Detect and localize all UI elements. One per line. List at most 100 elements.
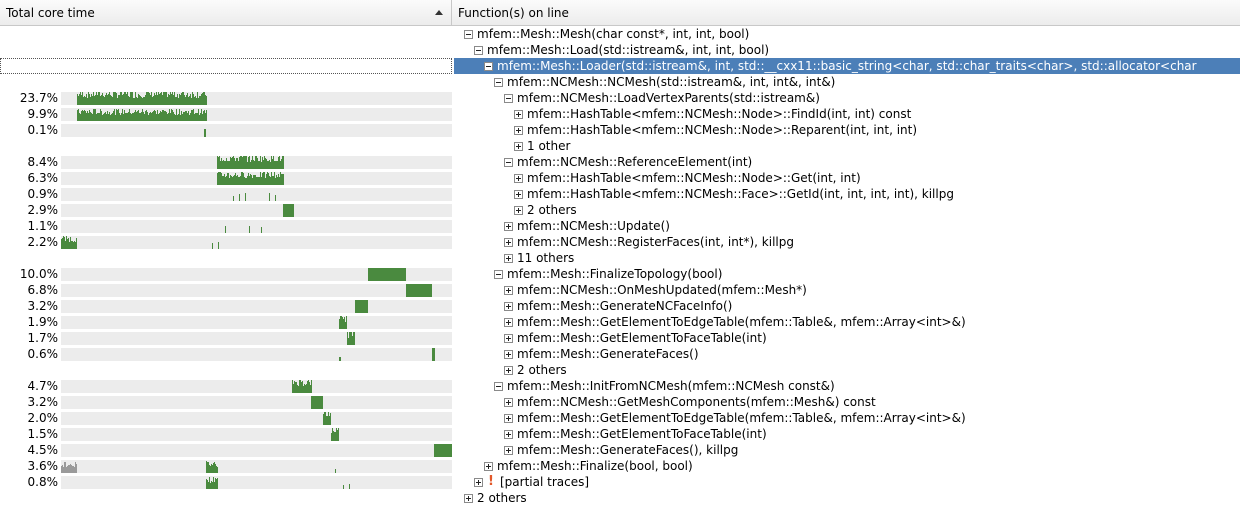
tree-row[interactable]: 0.9%mfem::HashTable<mfem::NCMesh::Face>:… — [0, 186, 1240, 202]
function-cell[interactable]: mfem::Mesh::GenerateFaces() — [454, 346, 1240, 362]
function-cell[interactable]: 2 others — [454, 362, 1240, 378]
function-cell[interactable]: mfem::Mesh::GenerateFaces(), killpg — [454, 442, 1240, 458]
tree-row[interactable]: 1.1%mfem::NCMesh::Update() — [0, 218, 1240, 234]
collapse-icon[interactable] — [494, 382, 503, 391]
function-cell[interactable]: mfem::Mesh::InitFromNCMesh(mfem::NCMesh … — [454, 378, 1240, 394]
expand-icon[interactable] — [514, 142, 523, 151]
function-cell[interactable]: 2 others — [454, 490, 1240, 506]
function-cell[interactable]: mfem::Mesh::GetElementToEdgeTable(mfem::… — [454, 410, 1240, 426]
tree-row[interactable]: 6.3%mfem::HashTable<mfem::NCMesh::Node>:… — [0, 170, 1240, 186]
tree-row[interactable]: 3.6%mfem::Mesh::Finalize(bool, bool) — [0, 458, 1240, 474]
tree-row[interactable]: 1.7%mfem::Mesh::GetElementToFaceTable(in… — [0, 330, 1240, 346]
function-cell[interactable]: mfem::HashTable<mfem::NCMesh::Node>::Rep… — [454, 122, 1240, 138]
tree-row[interactable]: 6.8%mfem::NCMesh::OnMeshUpdated(mfem::Me… — [0, 282, 1240, 298]
function-cell[interactable]: mfem::NCMesh::RegisterFaces(int, int*), … — [454, 234, 1240, 250]
collapse-icon[interactable] — [484, 62, 493, 71]
collapse-icon[interactable] — [504, 158, 513, 167]
expand-icon[interactable] — [504, 286, 513, 295]
tree-row[interactable]: 0.8%![partial traces] — [0, 474, 1240, 490]
function-cell[interactable]: 1 other — [454, 138, 1240, 154]
tree-row[interactable]: 1 other — [0, 138, 1240, 154]
function-cell[interactable]: mfem::NCMesh::ReferenceElement(int) — [454, 154, 1240, 170]
function-cell[interactable]: mfem::NCMesh::LoadVertexParents(std::ist… — [454, 90, 1240, 106]
function-cell[interactable]: mfem::Mesh::FinalizeTopology(bool) — [454, 266, 1240, 282]
tree-row[interactable]: 4.5%mfem::Mesh::GenerateFaces(), killpg — [0, 442, 1240, 458]
expand-icon[interactable] — [504, 238, 513, 247]
tree-row[interactable]: 4.7%mfem::Mesh::InitFromNCMesh(mfem::NCM… — [0, 378, 1240, 394]
tree-row[interactable]: 2.9%2 others — [0, 202, 1240, 218]
timeline-track — [61, 220, 452, 233]
collapse-icon[interactable] — [494, 270, 503, 279]
collapse-icon[interactable] — [464, 30, 473, 39]
expand-icon[interactable] — [504, 222, 513, 231]
function-cell[interactable]: mfem::Mesh::Load(std::istream&, int, int… — [454, 42, 1240, 58]
function-cell[interactable]: mfem::Mesh::Loader(std::istream&, int, s… — [454, 58, 1240, 74]
expand-icon[interactable] — [504, 254, 513, 263]
timeline-sample — [95, 114, 97, 121]
tree-row[interactable]: 1.5%mfem::Mesh::GetElementToFaceTable(in… — [0, 426, 1240, 442]
function-cell[interactable]: mfem::NCMesh::Update() — [454, 218, 1240, 234]
function-cell[interactable]: mfem::Mesh::Finalize(bool, bool) — [454, 458, 1240, 474]
function-cell[interactable]: mfem::Mesh::Mesh(char const*, int, int, … — [454, 26, 1240, 42]
tree-row[interactable]: 11 others — [0, 250, 1240, 266]
sort-ascending-icon[interactable] — [435, 10, 443, 15]
expand-icon[interactable] — [504, 430, 513, 439]
timeline-sample — [92, 109, 94, 121]
expand-icon[interactable] — [504, 414, 513, 423]
timeline-sample — [249, 176, 251, 185]
tree-row[interactable]: 2.0%mfem::Mesh::GetElementToEdgeTable(mf… — [0, 410, 1240, 426]
function-cell[interactable]: mfem::HashTable<mfem::NCMesh::Node>::Fin… — [454, 106, 1240, 122]
tree-row[interactable]: 2 others — [0, 362, 1240, 378]
function-cell[interactable]: mfem::NCMesh::OnMeshUpdated(mfem::Mesh*) — [454, 282, 1240, 298]
expand-icon[interactable] — [514, 190, 523, 199]
tree-row[interactable]: mfem::NCMesh::NCMesh(std::istream&, int,… — [0, 74, 1240, 90]
total-core-time-header[interactable]: Total core time — [0, 0, 452, 26]
collapse-icon[interactable] — [474, 46, 483, 55]
tree-row[interactable]: 3.2%mfem::Mesh::GenerateNCFaceInfo() — [0, 298, 1240, 314]
collapse-icon[interactable] — [504, 94, 513, 103]
tree-row[interactable]: 0.6%mfem::Mesh::GenerateFaces() — [0, 346, 1240, 362]
tree-row[interactable]: 23.7%mfem::NCMesh::LoadVertexParents(std… — [0, 90, 1240, 106]
expand-icon[interactable] — [484, 462, 493, 471]
function-cell[interactable]: mfem::Mesh::GenerateNCFaceInfo() — [454, 298, 1240, 314]
tree-row[interactable]: 9.9%mfem::HashTable<mfem::NCMesh::Node>:… — [0, 106, 1240, 122]
functions-on-line-header[interactable]: Function(s) on line — [452, 0, 1240, 26]
tree-row[interactable]: 3.2%mfem::NCMesh::GetMeshComponents(mfem… — [0, 394, 1240, 410]
tree-row[interactable]: 8.4%mfem::NCMesh::ReferenceElement(int) — [0, 154, 1240, 170]
expand-icon[interactable] — [504, 318, 513, 327]
function-cell[interactable]: 11 others — [454, 250, 1240, 266]
function-cell[interactable]: mfem::Mesh::GetElementToFaceTable(int) — [454, 330, 1240, 346]
function-cell[interactable]: mfem::NCMesh::GetMeshComponents(mfem::Me… — [454, 394, 1240, 410]
expand-icon[interactable] — [504, 350, 513, 359]
expand-icon[interactable] — [504, 446, 513, 455]
function-cell[interactable]: mfem::Mesh::GetElementToEdgeTable(mfem::… — [454, 314, 1240, 330]
tree-row[interactable]: mfem::Mesh::Mesh(char const*, int, int, … — [0, 26, 1240, 42]
expand-icon[interactable] — [514, 110, 523, 119]
timeline-sample — [68, 465, 69, 473]
expand-icon[interactable] — [504, 334, 513, 343]
expand-icon[interactable] — [514, 206, 523, 215]
function-cell[interactable]: 2 others — [454, 202, 1240, 218]
function-cell[interactable]: mfem::HashTable<mfem::NCMesh::Face>::Get… — [454, 186, 1240, 202]
expand-icon[interactable] — [514, 126, 523, 135]
expand-icon[interactable] — [504, 366, 513, 375]
expand-icon[interactable] — [514, 174, 523, 183]
function-cell[interactable]: ![partial traces] — [454, 474, 1240, 490]
expand-icon[interactable] — [464, 494, 473, 503]
tree-row[interactable]: 0.1%mfem::HashTable<mfem::NCMesh::Node>:… — [0, 122, 1240, 138]
tree-row[interactable]: 2.2%mfem::NCMesh::RegisterFaces(int, int… — [0, 234, 1240, 250]
function-cell[interactable]: mfem::HashTable<mfem::NCMesh::Node>::Get… — [454, 170, 1240, 186]
tree-row[interactable]: 10.0%mfem::Mesh::FinalizeTopology(bool) — [0, 266, 1240, 282]
tree-row[interactable]: mfem::Mesh::Load(std::istream&, int, int… — [0, 42, 1240, 58]
tree-row[interactable]: 1.9%mfem::Mesh::GetElementToEdgeTable(mf… — [0, 314, 1240, 330]
function-cell[interactable]: mfem::NCMesh::NCMesh(std::istream&, int,… — [454, 74, 1240, 90]
timeline-track — [61, 204, 452, 217]
collapse-icon[interactable] — [494, 78, 503, 87]
expand-icon[interactable] — [504, 398, 513, 407]
tree-row[interactable]: 2 others — [0, 490, 1240, 506]
expand-icon[interactable] — [504, 302, 513, 311]
tree-row[interactable]: mfem::Mesh::Loader(std::istream&, int, s… — [0, 58, 1240, 74]
expand-icon[interactable] — [474, 478, 483, 487]
timeline-sample — [275, 194, 277, 201]
function-cell[interactable]: mfem::Mesh::GetElementToFaceTable(int) — [454, 426, 1240, 442]
